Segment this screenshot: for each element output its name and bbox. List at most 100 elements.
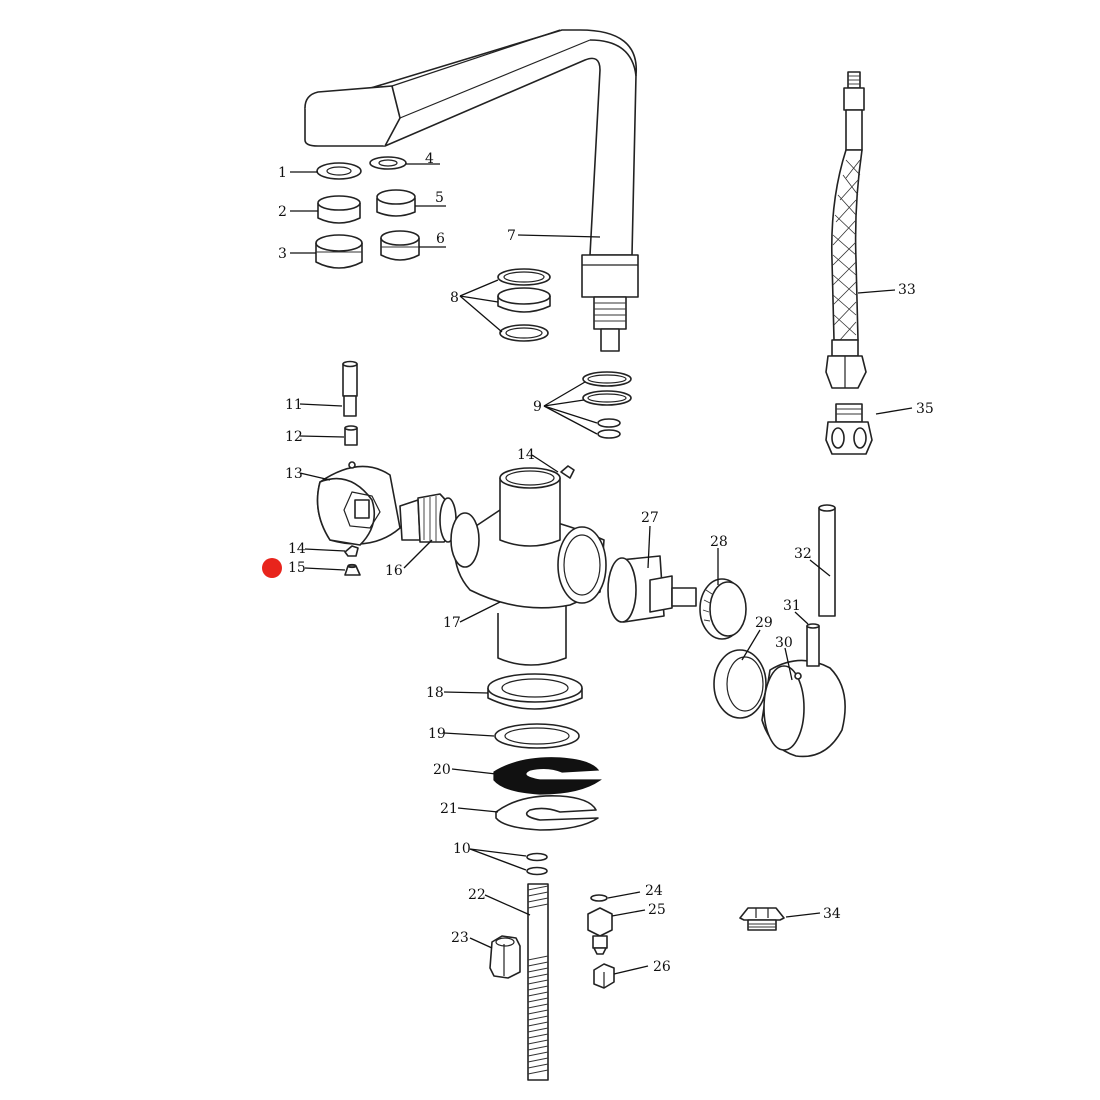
callout-7: 7: [507, 228, 516, 244]
washer-part-1: [316, 162, 362, 180]
callout-33: 33: [898, 282, 916, 298]
callout-19: 19: [428, 726, 446, 742]
callout-3: 3: [278, 246, 287, 262]
callout-11: 11: [285, 397, 303, 413]
leader-17: [459, 601, 501, 623]
horseshoe-washer-part-21: [495, 795, 599, 831]
orings-part-9: [582, 371, 632, 439]
callout-labels: 1 2 3 4 5 6 7 8 9 10 11 12 13 14 14 15 1…: [278, 151, 934, 975]
nut-part-28: [699, 578, 747, 640]
callout-5: 5: [435, 190, 444, 206]
leader-33: [857, 289, 896, 294]
leader-14a: [531, 454, 559, 473]
hose-part-33: [825, 71, 867, 389]
leader-10b: [469, 848, 527, 871]
leader-11: [299, 403, 343, 407]
sleeve-part-29: [713, 649, 767, 719]
leader-9a: [543, 381, 586, 407]
washer-part-24: [590, 894, 608, 902]
bush-part-5: [376, 189, 416, 217]
callout-16: 16: [385, 563, 403, 579]
callout-13: 13: [285, 466, 303, 482]
callout-27: 27: [641, 510, 659, 526]
leader-lines: [290, 163, 913, 975]
callout-1: 1: [278, 165, 287, 181]
nut-part-35: [825, 403, 873, 455]
stud-part-22: [527, 883, 549, 1081]
cap-part-15: [344, 563, 361, 576]
hex-nut-part-23: [489, 935, 521, 979]
ring-part-3: [315, 234, 363, 269]
leader-35: [875, 407, 913, 415]
callout-14-top: 14: [517, 447, 535, 463]
leader-8b: [459, 295, 499, 303]
callout-32: 32: [794, 546, 812, 562]
leader-15: [304, 567, 346, 571]
cartridge-part-16: [399, 493, 457, 543]
leader-31: [794, 611, 809, 625]
leader-21: [457, 807, 499, 813]
leader-34: [785, 912, 821, 918]
gasket-part-19: [494, 723, 580, 749]
callout-18: 18: [426, 685, 444, 701]
spout-part-7: [304, 29, 639, 352]
leader-8a: [459, 279, 499, 297]
callout-21: 21: [440, 801, 458, 817]
leader-26: [613, 965, 649, 975]
callout-9: 9: [533, 399, 542, 415]
callout-30: 30: [775, 635, 793, 651]
body-part-17: [450, 467, 607, 666]
callout-2: 2: [278, 204, 287, 220]
callout-28: 28: [710, 534, 728, 550]
callout-34: 34: [823, 906, 841, 922]
callout-29: 29: [755, 615, 773, 631]
leader-9d: [543, 405, 598, 435]
pin-part-31: [806, 623, 820, 667]
leader-9c: [543, 405, 598, 424]
ring-part-6: [380, 230, 420, 261]
leader-32: [809, 559, 831, 577]
red-position-marker: [262, 558, 282, 578]
callout-26: 26: [653, 959, 671, 975]
callout-24: 24: [645, 883, 663, 899]
callout-23: 23: [451, 930, 469, 946]
callout-15: 15: [288, 560, 306, 576]
callout-20: 20: [433, 762, 451, 778]
leader-25: [611, 909, 646, 917]
callout-14-left: 14: [288, 541, 306, 557]
grubscrew-part-14-top: [560, 465, 575, 479]
leader-22: [484, 894, 531, 916]
callout-6: 6: [436, 231, 445, 247]
callout-17: 17: [443, 615, 461, 631]
leader-23: [469, 937, 493, 949]
callout-10: 10: [453, 841, 471, 857]
leader-10a: [469, 848, 527, 857]
callout-31: 31: [783, 598, 801, 614]
handle-cap-part-13: [316, 461, 401, 546]
pin-part-12: [344, 425, 358, 446]
leader-9b: [543, 399, 585, 407]
horseshoe-gasket-part-20: [493, 757, 602, 795]
leader-19: [443, 732, 495, 737]
leader-16: [403, 539, 433, 569]
cap-nut-part-34: [739, 907, 785, 931]
rings-part-8: [497, 268, 551, 342]
callout-22: 22: [468, 887, 486, 903]
lever-part-32: [818, 504, 836, 617]
leader-20: [451, 768, 497, 775]
bush-part-2: [317, 195, 361, 224]
leader-8c: [459, 295, 503, 333]
leader-30: [784, 647, 793, 681]
cartridge-part-27: [607, 555, 697, 623]
leader-29: [741, 629, 761, 661]
pin-part-11: [342, 360, 358, 417]
leader-13: [299, 472, 331, 481]
leader-14b: [304, 548, 346, 552]
callout-4: 4: [425, 151, 434, 167]
leader-27: [647, 525, 651, 569]
washer-part-4: [369, 156, 407, 170]
fitting-part-25: [587, 907, 613, 955]
handle-part-30: [761, 659, 846, 758]
leader-18: [443, 691, 489, 694]
